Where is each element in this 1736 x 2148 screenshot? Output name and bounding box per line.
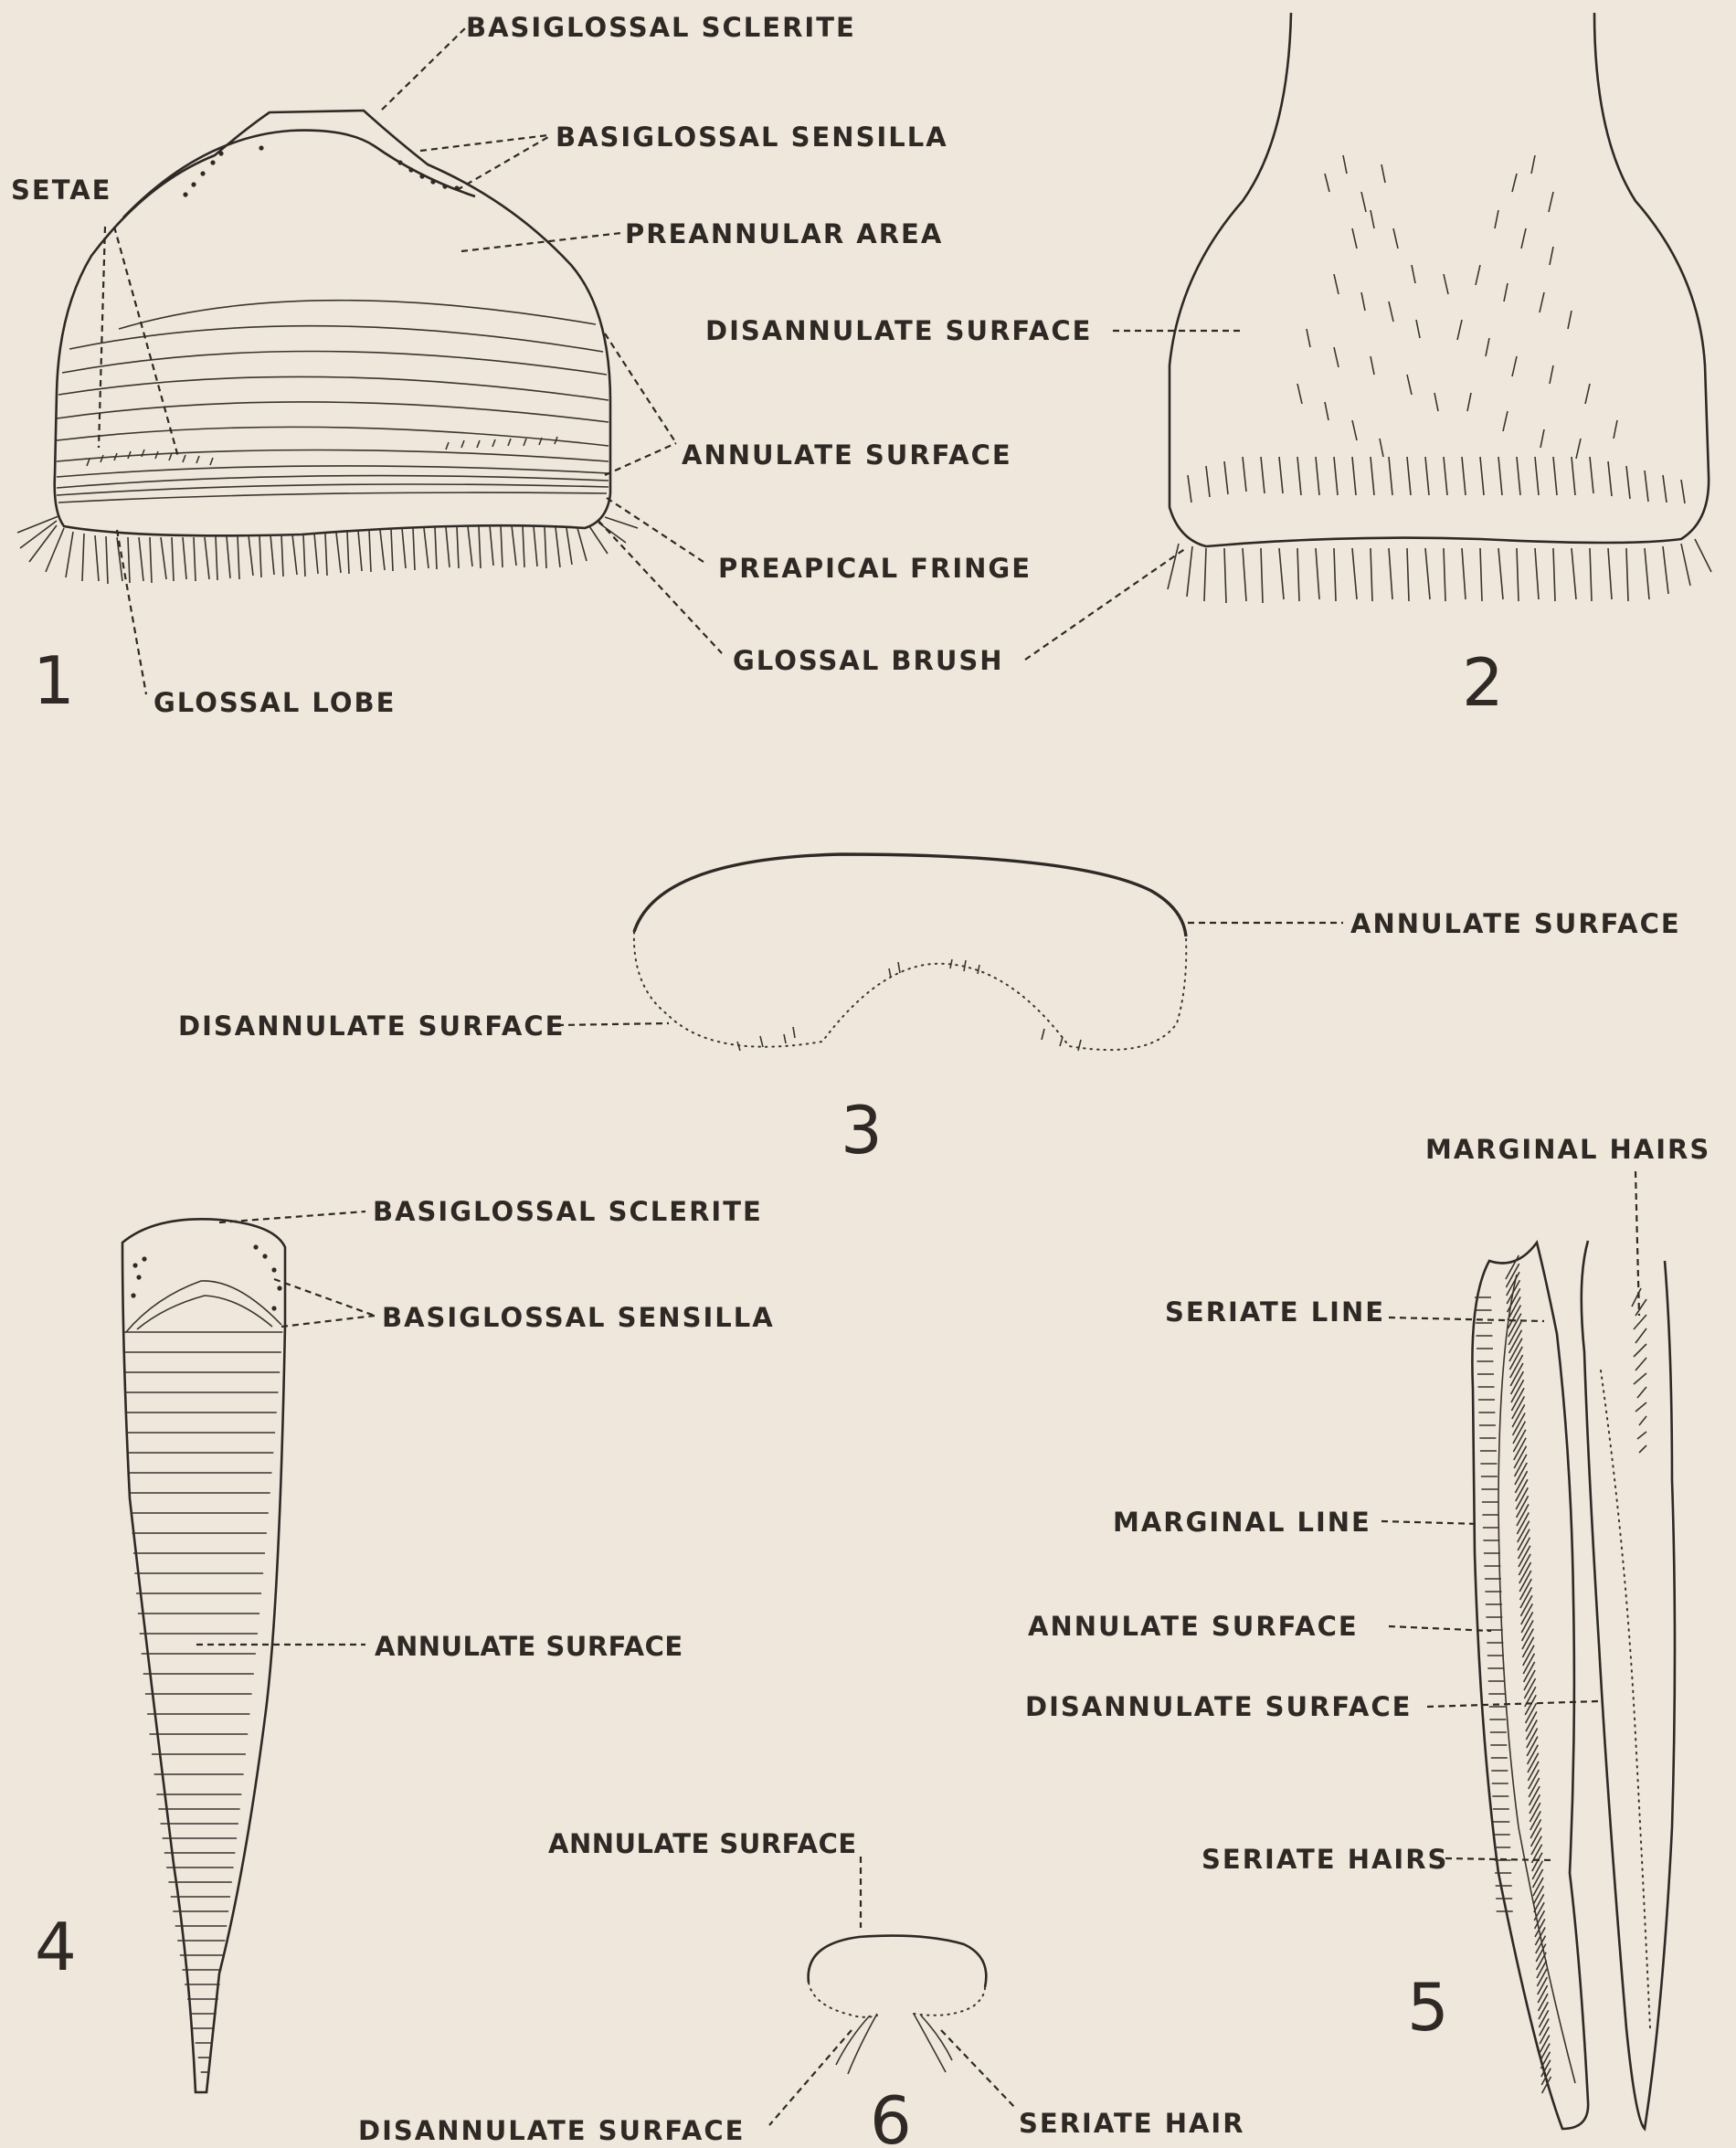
fig5-right-lobe	[1582, 1241, 1675, 2129]
fig5-label-disannulate-surface: DISANNULATE SURFACE	[1025, 1691, 1412, 1722]
fig4-annulate-lines	[124, 1332, 282, 2072]
fig3-hairs	[737, 959, 1081, 1051]
figure-2	[1168, 13, 1711, 603]
figure-4	[122, 1219, 285, 2092]
fig6-label-annulate-surface: ANNULATE SURFACE	[548, 1828, 857, 1859]
fig5-marginal-hairs	[1632, 1288, 1646, 1453]
figure-number-5: 5	[1407, 1969, 1449, 2046]
fig6-label-seriate-hair: SERIATE HAIR	[1019, 2108, 1245, 2139]
fig4-glossa-outline	[122, 1219, 285, 2092]
fig1-setae	[87, 437, 557, 466]
fig1-label-preapical-fringe: PREAPICAL FRINGE	[718, 553, 1032, 584]
fig5-label-seriate-hairs: SERIATE HAIRS	[1201, 1844, 1448, 1875]
fig6-seriate-hairs	[836, 2014, 952, 2074]
fig1-label-preannular-area: PREANNULAR AREA	[625, 218, 943, 249]
fig4-sclerite-arc	[137, 1296, 272, 1329]
fig5-annulate-ticks	[1475, 1297, 1513, 1911]
fig5-label-seriate-line: SERIATE LINE	[1165, 1296, 1385, 1328]
figure-5	[1472, 1241, 1675, 2129]
fig3-label-disannulate-surface: DISANNULATE SURFACE	[178, 1011, 565, 1042]
fig4-basiglossal-sclerite	[126, 1281, 281, 1332]
figure-number-2: 2	[1462, 644, 1504, 721]
figure-number-3: 3	[841, 1092, 883, 1169]
fig1-label-glossal-lobe: GLOSSAL LOBE	[153, 687, 396, 718]
figure-number-4: 4	[35, 1909, 77, 1985]
figure-3	[634, 854, 1186, 1051]
fig4-basiglossal-sensilla	[131, 1244, 281, 1310]
fig3-label-annulate-surface: ANNULATE SURFACE	[1350, 908, 1681, 939]
fig6-annulate-outline	[809, 1936, 987, 1987]
fig5-seriate-hairs	[1506, 1255, 1551, 2093]
fig5-label-marginal-line: MARGINAL LINE	[1113, 1507, 1371, 1538]
fig5-label-annulate-surface: ANNULATE SURFACE	[1028, 1611, 1359, 1642]
fig1-label-basiglossal-sensilla: BASIGLOSSAL SENSILLA	[556, 122, 948, 153]
figure-number-1: 1	[33, 642, 75, 719]
fig5-label-marginal-hairs: MARGINAL HAIRS	[1425, 1134, 1710, 1165]
fig1-glossal-brush	[17, 516, 638, 584]
fig6-label-disannulate-surface: DISANNULATE SURFACE	[358, 2115, 745, 2146]
fig4-label-annulate-surface: ANNULATE SURFACE	[375, 1631, 683, 1662]
fig2-glossa-outline	[1170, 13, 1709, 546]
fig3-disannulate-outline	[634, 932, 1186, 1050]
fig2-label-disannulate-surface: DISANNULATE SURFACE	[705, 315, 1092, 346]
fig5-right-inner	[1601, 1370, 1650, 2028]
fig2-disannulate-hairs	[1188, 155, 1685, 503]
fig4-label-basiglossal-sensilla: BASIGLOSSAL SENSILLA	[382, 1302, 775, 1333]
fig1-label-glossal-brush: GLOSSAL BRUSH	[733, 645, 1004, 676]
fig5-left-lobe	[1472, 1243, 1588, 2129]
fig1-label-annulate-surface: ANNULATE SURFACE	[682, 439, 1012, 471]
fig1-label-basiglossal-sclerite: BASIGLOSSAL SCLERITE	[466, 12, 856, 43]
fig6-disannulate-outline	[809, 1983, 985, 2017]
fig1-label-setae: SETAE	[11, 175, 111, 206]
fig1-annulate-lines	[57, 301, 609, 503]
fig2-glossal-brush	[1168, 539, 1711, 603]
figure-6	[809, 1936, 987, 2074]
figure-number-6: 6	[870, 2082, 912, 2148]
fig4-label-basiglossal-sclerite: BASIGLOSSAL SCLERITE	[373, 1196, 763, 1227]
fig3-annulate-outline	[634, 854, 1186, 936]
fig3-leaders	[557, 923, 1343, 1025]
